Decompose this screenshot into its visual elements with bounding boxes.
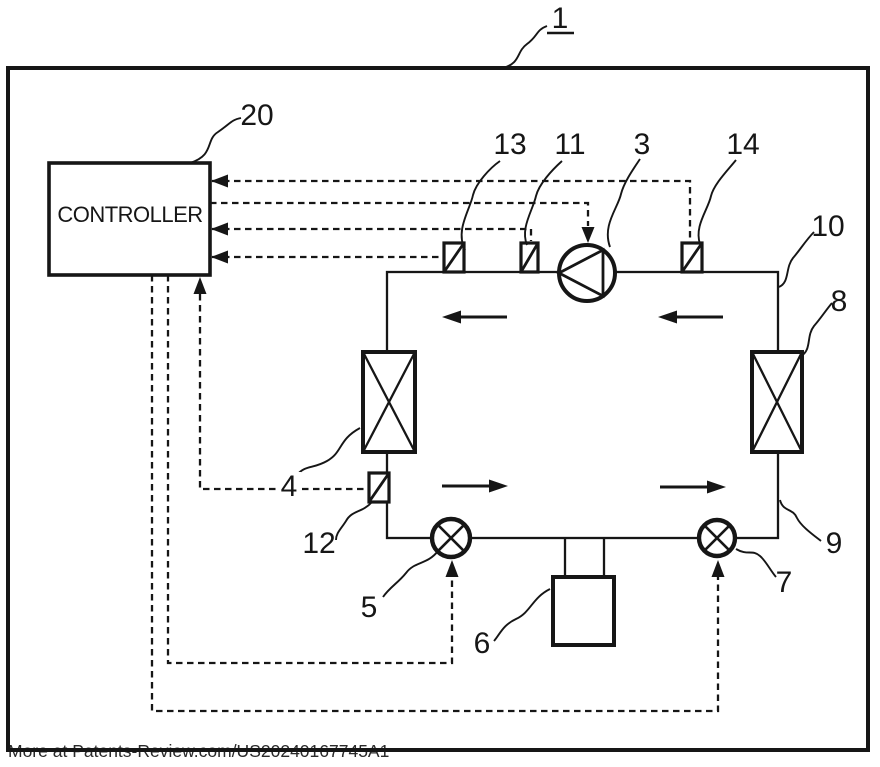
arrowhead-to-compressor	[581, 227, 595, 243]
ref-label-10: 10	[811, 210, 844, 243]
leader-line-8	[800, 302, 833, 357]
leader-line-3	[606, 158, 641, 248]
ref-label-9: 9	[826, 527, 843, 560]
flow-arrow-top-left	[442, 310, 507, 324]
ref-label-5: 5	[361, 591, 378, 624]
ref-label-3: 3	[634, 128, 651, 161]
leader-line-5	[382, 550, 439, 598]
control-line-valve7	[150, 275, 720, 713]
arrowhead-to-valve7	[711, 560, 725, 577]
leader-line-6	[493, 588, 551, 642]
expansion-valve-7-icon	[696, 517, 738, 559]
control-line-sensor14	[212, 179, 692, 241]
ref-label-20: 20	[240, 99, 273, 132]
accumulator-tank-icon	[551, 575, 616, 647]
flow-arrow-top-right	[658, 310, 723, 324]
accumulator-stub-pipes	[563, 538, 606, 577]
ref-label-11: 11	[554, 128, 585, 161]
ref-label-6: 6	[474, 627, 491, 660]
flow-arrow-bottom-right	[660, 480, 726, 494]
outer-frame	[6, 66, 870, 752]
refrigerant-loop-pipe	[385, 270, 780, 540]
sensor-11-icon	[519, 241, 540, 274]
leader-line-7	[735, 548, 777, 578]
leader-line-1	[502, 25, 548, 69]
heat-exchanger-4-icon	[361, 350, 417, 454]
flow-arrow-bottom-left	[442, 479, 508, 493]
ref-label-4: 4	[281, 470, 298, 503]
leader-line-20	[189, 117, 242, 164]
ref-label-12: 12	[302, 527, 335, 560]
ref-label-8: 8	[831, 285, 848, 318]
ref-label-7: 7	[776, 566, 793, 599]
sensor-14-icon	[680, 241, 704, 274]
arrowhead-into-controller-bottom	[193, 277, 207, 294]
control-line-valve5	[166, 275, 454, 665]
arrowhead-into-controller-2	[211, 222, 228, 236]
sensor-13-icon	[442, 241, 466, 274]
arrowhead-to-valve5	[445, 560, 459, 577]
control-line-compressor	[210, 201, 590, 226]
label-4-backing	[277, 472, 301, 499]
controller-label: CONTROLLER	[57, 202, 202, 227]
compressor-icon	[555, 243, 617, 303]
heat-exchanger-8-icon	[750, 350, 804, 454]
leader-line-11	[524, 160, 563, 246]
leader-line-9	[779, 499, 822, 542]
ref-label-13: 13	[493, 128, 526, 161]
arrowhead-into-controller-3	[211, 250, 228, 264]
arrowhead-into-controller-1	[211, 174, 228, 188]
expansion-valve-5-icon	[429, 516, 473, 560]
control-line-sensor12	[198, 294, 368, 491]
leader-line-4	[296, 427, 361, 476]
leader-line-13	[460, 160, 501, 251]
ref-label-14: 14	[726, 128, 759, 161]
leader-line-14	[697, 159, 737, 245]
sensor-12-icon	[367, 471, 391, 504]
control-line-sensor11	[212, 227, 533, 241]
ref-label-1: 1	[552, 2, 569, 35]
controller-box	[47, 161, 212, 277]
leader-line-10	[778, 231, 815, 288]
leader-line-12	[335, 501, 373, 541]
